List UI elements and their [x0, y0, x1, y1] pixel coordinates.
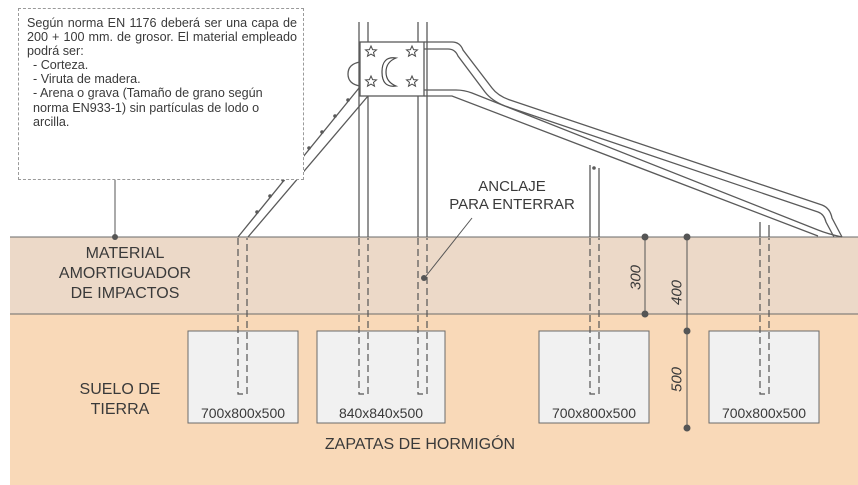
footing-size-3: 700x800x500	[551, 405, 637, 421]
footing-2	[316, 330, 446, 424]
dimension-300: 300	[627, 264, 645, 291]
anclaje-label-line1: ANCLAJE	[478, 178, 546, 195]
slide-structure	[237, 22, 843, 238]
panel-stars-icon	[364, 44, 419, 88]
panel-moon-icon	[381, 57, 399, 87]
dimension-500: 500	[668, 366, 686, 393]
note-intro: Según norma EN 1176 deberá ser una capa …	[27, 16, 297, 59]
anclaje-leader-line	[425, 217, 473, 277]
anclaje-leader-dot	[421, 275, 427, 281]
layer-specification-note: Según norma EN 1176 deberá ser una capa …	[18, 8, 304, 180]
note-item-sand-gravel: - Arena o grava (Tamaño de grano según n…	[33, 86, 263, 129]
zapatas-label: ZAPATAS DE HORMIGÓN	[324, 436, 516, 453]
footing-1	[187, 330, 299, 424]
buried-anchors	[237, 238, 770, 395]
material-label-line1: MATERIAL	[85, 245, 165, 262]
note-leader-dot	[112, 234, 118, 240]
suelo-label-line1: SUELO DE	[79, 381, 161, 398]
note-item-wood-chips: - Viruta de madera.	[33, 72, 141, 87]
material-label-line2: AMORTIGUADOR	[58, 265, 192, 282]
footing-size-2: 840x840x500	[338, 405, 424, 421]
footing-size-1: 700x800x500	[200, 405, 286, 421]
note-item-bark: - Corteza.	[33, 58, 89, 73]
dimension-lines	[641, 233, 691, 432]
material-label-line3: DE IMPACTOS	[70, 285, 180, 302]
anclaje-label-line2: PARA ENTERRAR	[449, 196, 575, 213]
impact-absorbing-layer	[10, 237, 858, 314]
suelo-label-line2: TIERRA	[90, 401, 150, 418]
footing-size-4: 700x800x500	[721, 405, 807, 421]
footing-3	[538, 330, 650, 424]
dimension-400: 400	[668, 279, 686, 306]
footing-4	[708, 330, 820, 424]
